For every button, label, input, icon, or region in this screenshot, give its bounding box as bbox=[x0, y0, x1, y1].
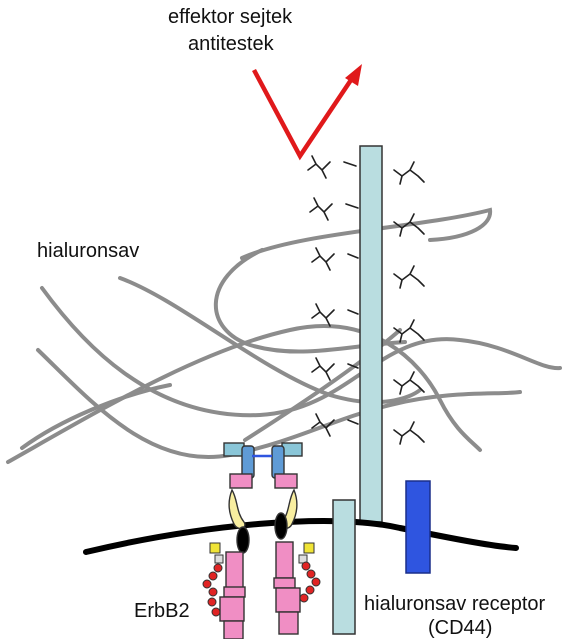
transmembrane-bar bbox=[333, 500, 355, 634]
effector-arrow bbox=[254, 70, 355, 156]
erbb2-right-domain-blue-top bbox=[282, 443, 302, 456]
erbb2-right-kinase-1 bbox=[276, 542, 293, 578]
erbb2-left-domain-blue-top bbox=[224, 443, 244, 456]
erbb2-left-tail bbox=[224, 621, 243, 639]
erbb2-left-domain-yellow bbox=[229, 490, 245, 528]
erbb2-left-domain-pink bbox=[230, 474, 252, 488]
glycan-yellow-square-right bbox=[304, 543, 314, 553]
ha-fiber-8 bbox=[22, 385, 170, 448]
label-effector-line2: antitestek bbox=[188, 33, 275, 55]
glycan-yellow-square bbox=[210, 543, 220, 553]
mucin-molecule bbox=[308, 146, 424, 522]
mucin-core-bar bbox=[360, 146, 382, 522]
erbb2-left-domain-blue bbox=[242, 446, 254, 478]
erbb2-left-tm bbox=[237, 527, 249, 553]
label-hyaluronic-acid: hialuronsav bbox=[37, 240, 139, 262]
erbb2-right-tail bbox=[279, 612, 298, 634]
erbb2-right-domain-pink bbox=[275, 474, 297, 488]
label-erbb2: ErbB2 bbox=[134, 600, 190, 622]
cell-membrane bbox=[86, 521, 516, 552]
erbb2-right-domain-blue bbox=[272, 446, 284, 478]
erbb2-right-tm bbox=[275, 513, 287, 539]
erbb2-left-kinase-1 bbox=[226, 552, 243, 588]
erbb2-right-kinase-3 bbox=[276, 588, 300, 612]
glycan-grey-square bbox=[215, 555, 223, 563]
erbb2-dimer bbox=[220, 443, 302, 639]
label-receptor-line1: hialuronsav receptor bbox=[364, 593, 546, 615]
erbb2-left-kinase-3 bbox=[220, 597, 244, 621]
cd44-receptor bbox=[406, 481, 430, 573]
label-effector-line1: effektor sejtek bbox=[168, 6, 293, 28]
label-receptor-line2: (CD44) bbox=[428, 617, 492, 639]
erbb2-right-kinase-2 bbox=[274, 578, 295, 588]
erbb2-left-kinase-2 bbox=[224, 587, 245, 597]
